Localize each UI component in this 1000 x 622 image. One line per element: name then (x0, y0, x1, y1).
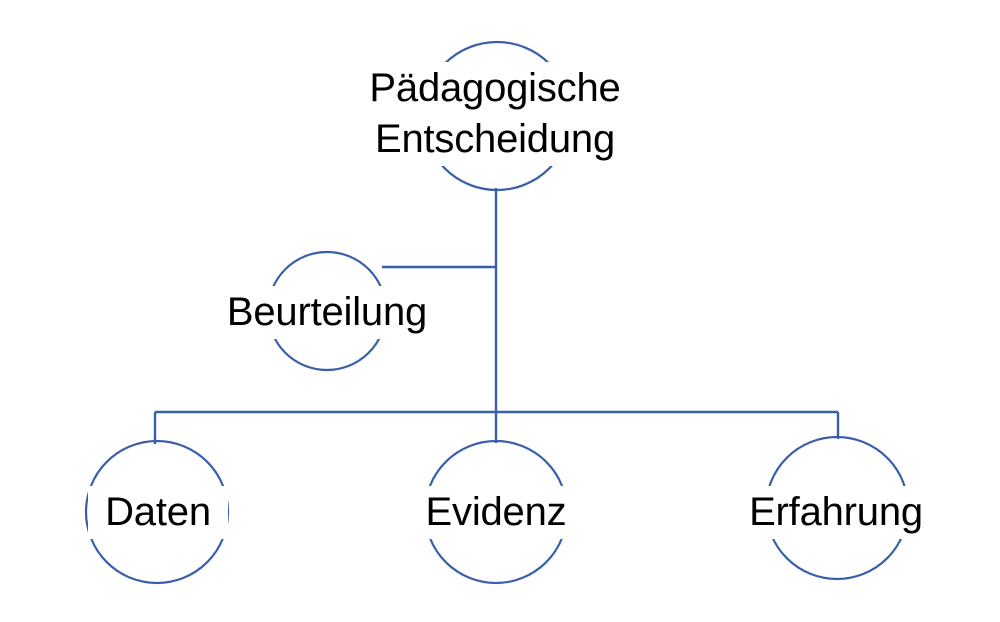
node-label-paedagogische-entscheidung: Pädagogische Entscheidung (335, 62, 655, 167)
node-circle-daten[interactable] (84, 439, 230, 585)
node-label-beurteilung: Beurteilung (187, 286, 467, 340)
node-label-erfahrung: Erfahrung (712, 486, 960, 540)
node-label-daten: Daten (88, 486, 228, 540)
node-label-evidenz: Evidenz (398, 486, 594, 540)
